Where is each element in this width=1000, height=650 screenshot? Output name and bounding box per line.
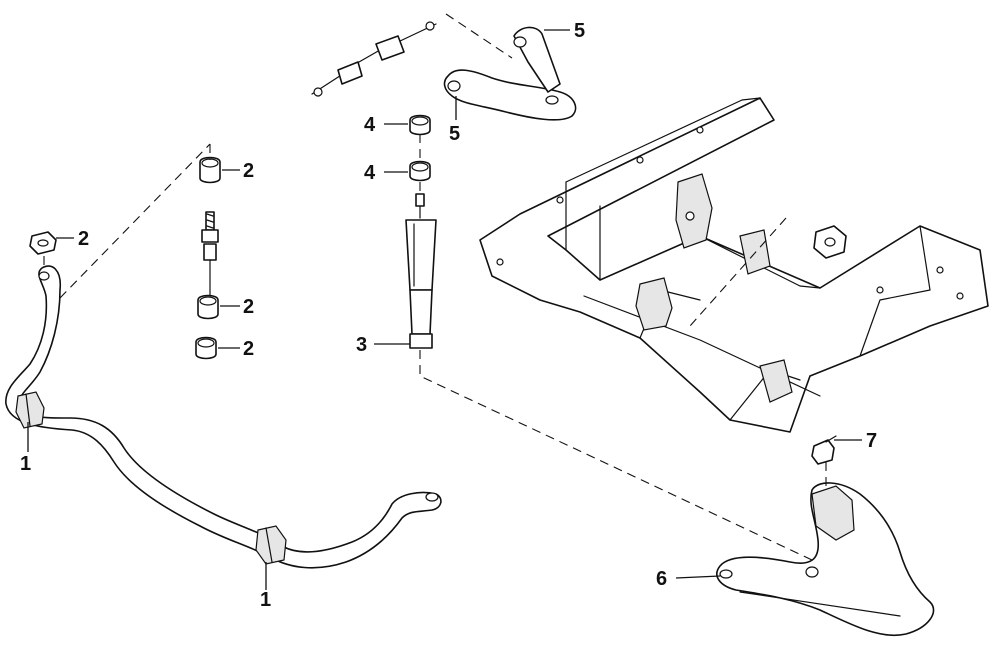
shock-bushings — [409, 114, 431, 182]
bushing-2-bottom — [195, 336, 217, 360]
callout-4-lower: 4 — [364, 162, 376, 184]
callout-4-upper: 4 — [364, 114, 376, 136]
upper-linkage-rod — [311, 21, 437, 97]
stabilizer-link-hardware — [29, 156, 221, 360]
shock-absorber — [405, 193, 437, 349]
callout-2-left: 2 — [78, 228, 89, 250]
stabilizer-bushing-right — [255, 525, 287, 565]
stabilizer-bushing-left — [15, 391, 45, 429]
callout-1-left: 1 — [20, 453, 31, 475]
stabilizer-link-bolt — [201, 211, 219, 299]
crossmember-mount-bushing — [813, 225, 847, 259]
stabilizer-bar — [5, 265, 442, 569]
callout-7: 7 — [866, 430, 877, 452]
callout-5-lower: 5 — [449, 123, 460, 145]
callout-2-middle: 2 — [243, 296, 254, 318]
callout-5-upper: 5 — [574, 20, 585, 42]
callout-6: 6 — [656, 568, 667, 590]
callout-leaders — [27, 29, 862, 590]
lower-arm-bolt — [811, 435, 837, 465]
upper-control-arm — [443, 26, 577, 121]
callout-1-right: 1 — [260, 589, 271, 611]
bushing-2-middle — [197, 294, 219, 320]
front-crossmember-subframe — [479, 97, 989, 433]
callout-2-top: 2 — [243, 160, 254, 182]
callout-2-bottom: 2 — [243, 338, 254, 360]
shock-bushing-lower — [409, 160, 431, 182]
callout-3: 3 — [356, 334, 367, 356]
callout-labels: 1 1 2 2 2 2 3 4 4 5 5 6 7 — [20, 20, 877, 611]
lower-control-arm — [716, 482, 935, 636]
shock-bushing-upper — [409, 114, 431, 136]
assembly-dashed-lines — [43, 13, 827, 561]
bushing-2-top — [199, 156, 221, 184]
bushing-2-left — [29, 231, 57, 255]
